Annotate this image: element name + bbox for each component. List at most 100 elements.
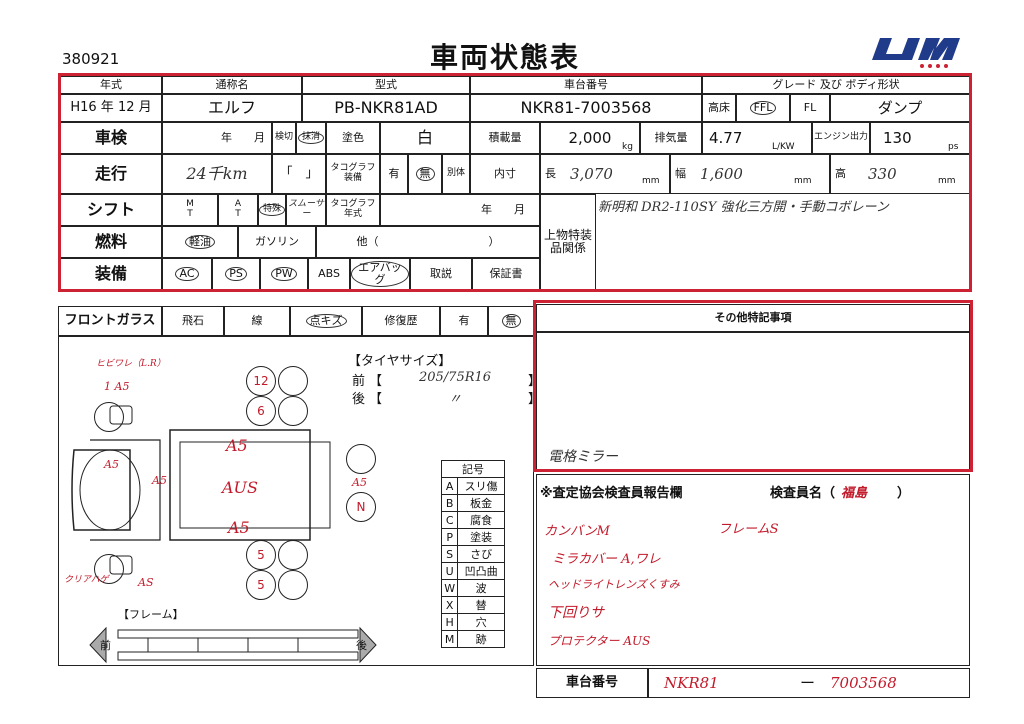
tire-rear-right-outer-2: 5 bbox=[246, 570, 276, 600]
width-unit: mm bbox=[794, 176, 812, 186]
tire-rear-right-inner-2 bbox=[278, 570, 308, 600]
engine-label: エンジン出力 bbox=[812, 122, 870, 154]
tacho-nashi: 無 bbox=[408, 154, 442, 194]
report-line-5: 下回りサ bbox=[548, 605, 604, 621]
top-highlight bbox=[58, 73, 972, 292]
doc-number: 380921 bbox=[62, 50, 120, 68]
report-line-3: ミラカバー A,ワレ bbox=[552, 552, 661, 567]
footer-label: 車台番号 bbox=[536, 668, 648, 698]
logo-graphic bbox=[872, 38, 960, 68]
tire-front: 前【205/75R16】 bbox=[352, 370, 542, 389]
mark-clear: クリアハゲ bbox=[64, 575, 109, 585]
tire-spare bbox=[346, 444, 376, 474]
mark-crack: ヒビワレ（L.R） bbox=[96, 359, 166, 369]
footer-value bbox=[648, 668, 970, 698]
mileage-value: 24千km bbox=[162, 154, 272, 194]
legend-title: 記号 bbox=[441, 460, 505, 478]
fl-option: FL bbox=[790, 94, 830, 122]
length-unit: mm bbox=[642, 176, 660, 186]
vehicle-name: エルフ bbox=[162, 94, 302, 122]
massho-option: 抹消 bbox=[296, 122, 326, 154]
tire-spare-2: N bbox=[346, 492, 376, 522]
equipment-text: 新明和 DR2-110SY 強化三方開・手動コボレーン bbox=[598, 200, 889, 215]
height-value: 330 bbox=[868, 164, 897, 183]
color-label: 塗色 bbox=[326, 122, 380, 154]
tire-rear: 後【〃】 bbox=[352, 392, 542, 407]
length-label: 長 bbox=[545, 166, 556, 180]
mark-3: A5 bbox=[228, 518, 250, 537]
massho-circled: 抹消 bbox=[297, 132, 324, 144]
tire-front-left bbox=[94, 402, 124, 432]
tire-rear-left-outer-2: 6 bbox=[246, 396, 276, 426]
footer-chassis-b: 7003568 bbox=[830, 674, 897, 692]
mileage-bracket: 「 」 bbox=[272, 154, 326, 194]
engine-unit: ps bbox=[948, 142, 959, 152]
height-label: 高 bbox=[835, 166, 846, 180]
mark-1: 1 A5 bbox=[104, 380, 130, 393]
tacho-year-value: 年 月 bbox=[380, 194, 540, 226]
inspector-panel bbox=[536, 474, 970, 666]
report-line-2: フレームS bbox=[718, 522, 779, 537]
company-logo bbox=[866, 28, 966, 72]
diagram-panel bbox=[58, 336, 534, 666]
kenkiri-label: 検切 bbox=[272, 122, 296, 154]
glass-line: 線 bbox=[224, 306, 290, 336]
mark-6: AS bbox=[138, 576, 154, 589]
equip-ac: AC bbox=[162, 258, 212, 290]
report-line-6: プロテクター AUS bbox=[548, 634, 651, 648]
page-title: 車両状態表 bbox=[430, 41, 581, 74]
notes-text: 電格ミラー bbox=[548, 449, 618, 465]
tire-front-right bbox=[94, 554, 124, 584]
front-glass-label: フロントガラス bbox=[58, 306, 162, 336]
repair-ari: 有 bbox=[440, 306, 488, 336]
fuel-diesel: 軽油 bbox=[162, 226, 238, 258]
load-unit: kg bbox=[622, 142, 633, 152]
frame-front: 前 bbox=[100, 639, 111, 652]
color-value: 白 bbox=[380, 122, 470, 154]
hdr-name: 通称名 bbox=[162, 76, 302, 94]
tire-rear-left-inner bbox=[278, 366, 308, 396]
glass-scratch: 点キズ bbox=[290, 306, 362, 336]
mark-aus: AUS bbox=[222, 478, 258, 497]
glass-chip: 飛石 bbox=[162, 306, 224, 336]
tire-title: 【タイヤサイズ】 bbox=[348, 354, 452, 369]
shift-special: 特殊 bbox=[258, 194, 286, 226]
footer-dash: ー bbox=[800, 674, 816, 692]
length-value: 3,070 bbox=[570, 164, 613, 183]
displacement-value: 4.77 bbox=[702, 122, 812, 154]
frame-title: 【フレーム】 bbox=[118, 608, 184, 621]
tacho-betsu: 別体 bbox=[442, 154, 470, 194]
frame-diagram bbox=[89, 626, 377, 664]
fuel-gasoline: ガソリン bbox=[238, 226, 316, 258]
notes-highlight bbox=[533, 300, 973, 472]
ffl-circled: FFL bbox=[749, 100, 777, 116]
tacho-nashi-circled: 無 bbox=[415, 166, 435, 182]
tire-rear-left-outer: 12 bbox=[246, 366, 276, 396]
load-label: 積載量 bbox=[470, 122, 540, 154]
model-value: PB-NKR81AD bbox=[302, 94, 470, 122]
equipment-label: 上物特装品関係 bbox=[540, 194, 596, 290]
mark-4: A5 bbox=[152, 474, 167, 487]
displacement-label: 排気量 bbox=[640, 122, 702, 154]
hdr-model: 型式 bbox=[302, 76, 470, 94]
shaken-date: 年 月 bbox=[162, 122, 272, 154]
displacement-unit: L/KW bbox=[772, 142, 795, 152]
fuel-other: 他（ ） bbox=[316, 226, 540, 258]
width-value: 1,600 bbox=[700, 164, 743, 183]
tacho-label: タコグラフ装備 bbox=[326, 154, 380, 194]
frame-rear: 後 bbox=[356, 639, 367, 652]
ffl-option: FFL bbox=[736, 94, 790, 122]
repair-nashi: 無 bbox=[488, 306, 534, 336]
tire-rear-left-inner-2 bbox=[278, 396, 308, 426]
report-line-1: カンバンM bbox=[544, 524, 610, 539]
mark-2: A5 bbox=[226, 436, 248, 455]
tire-rear-right-outer: 5 bbox=[246, 540, 276, 570]
tacho-ari: 有 bbox=[380, 154, 408, 194]
length-cell: 長 3,070 bbox=[540, 154, 670, 194]
report-line-4: ヘッドライトレンズくすみ bbox=[548, 578, 680, 591]
tire-rear-right-inner bbox=[278, 540, 308, 570]
